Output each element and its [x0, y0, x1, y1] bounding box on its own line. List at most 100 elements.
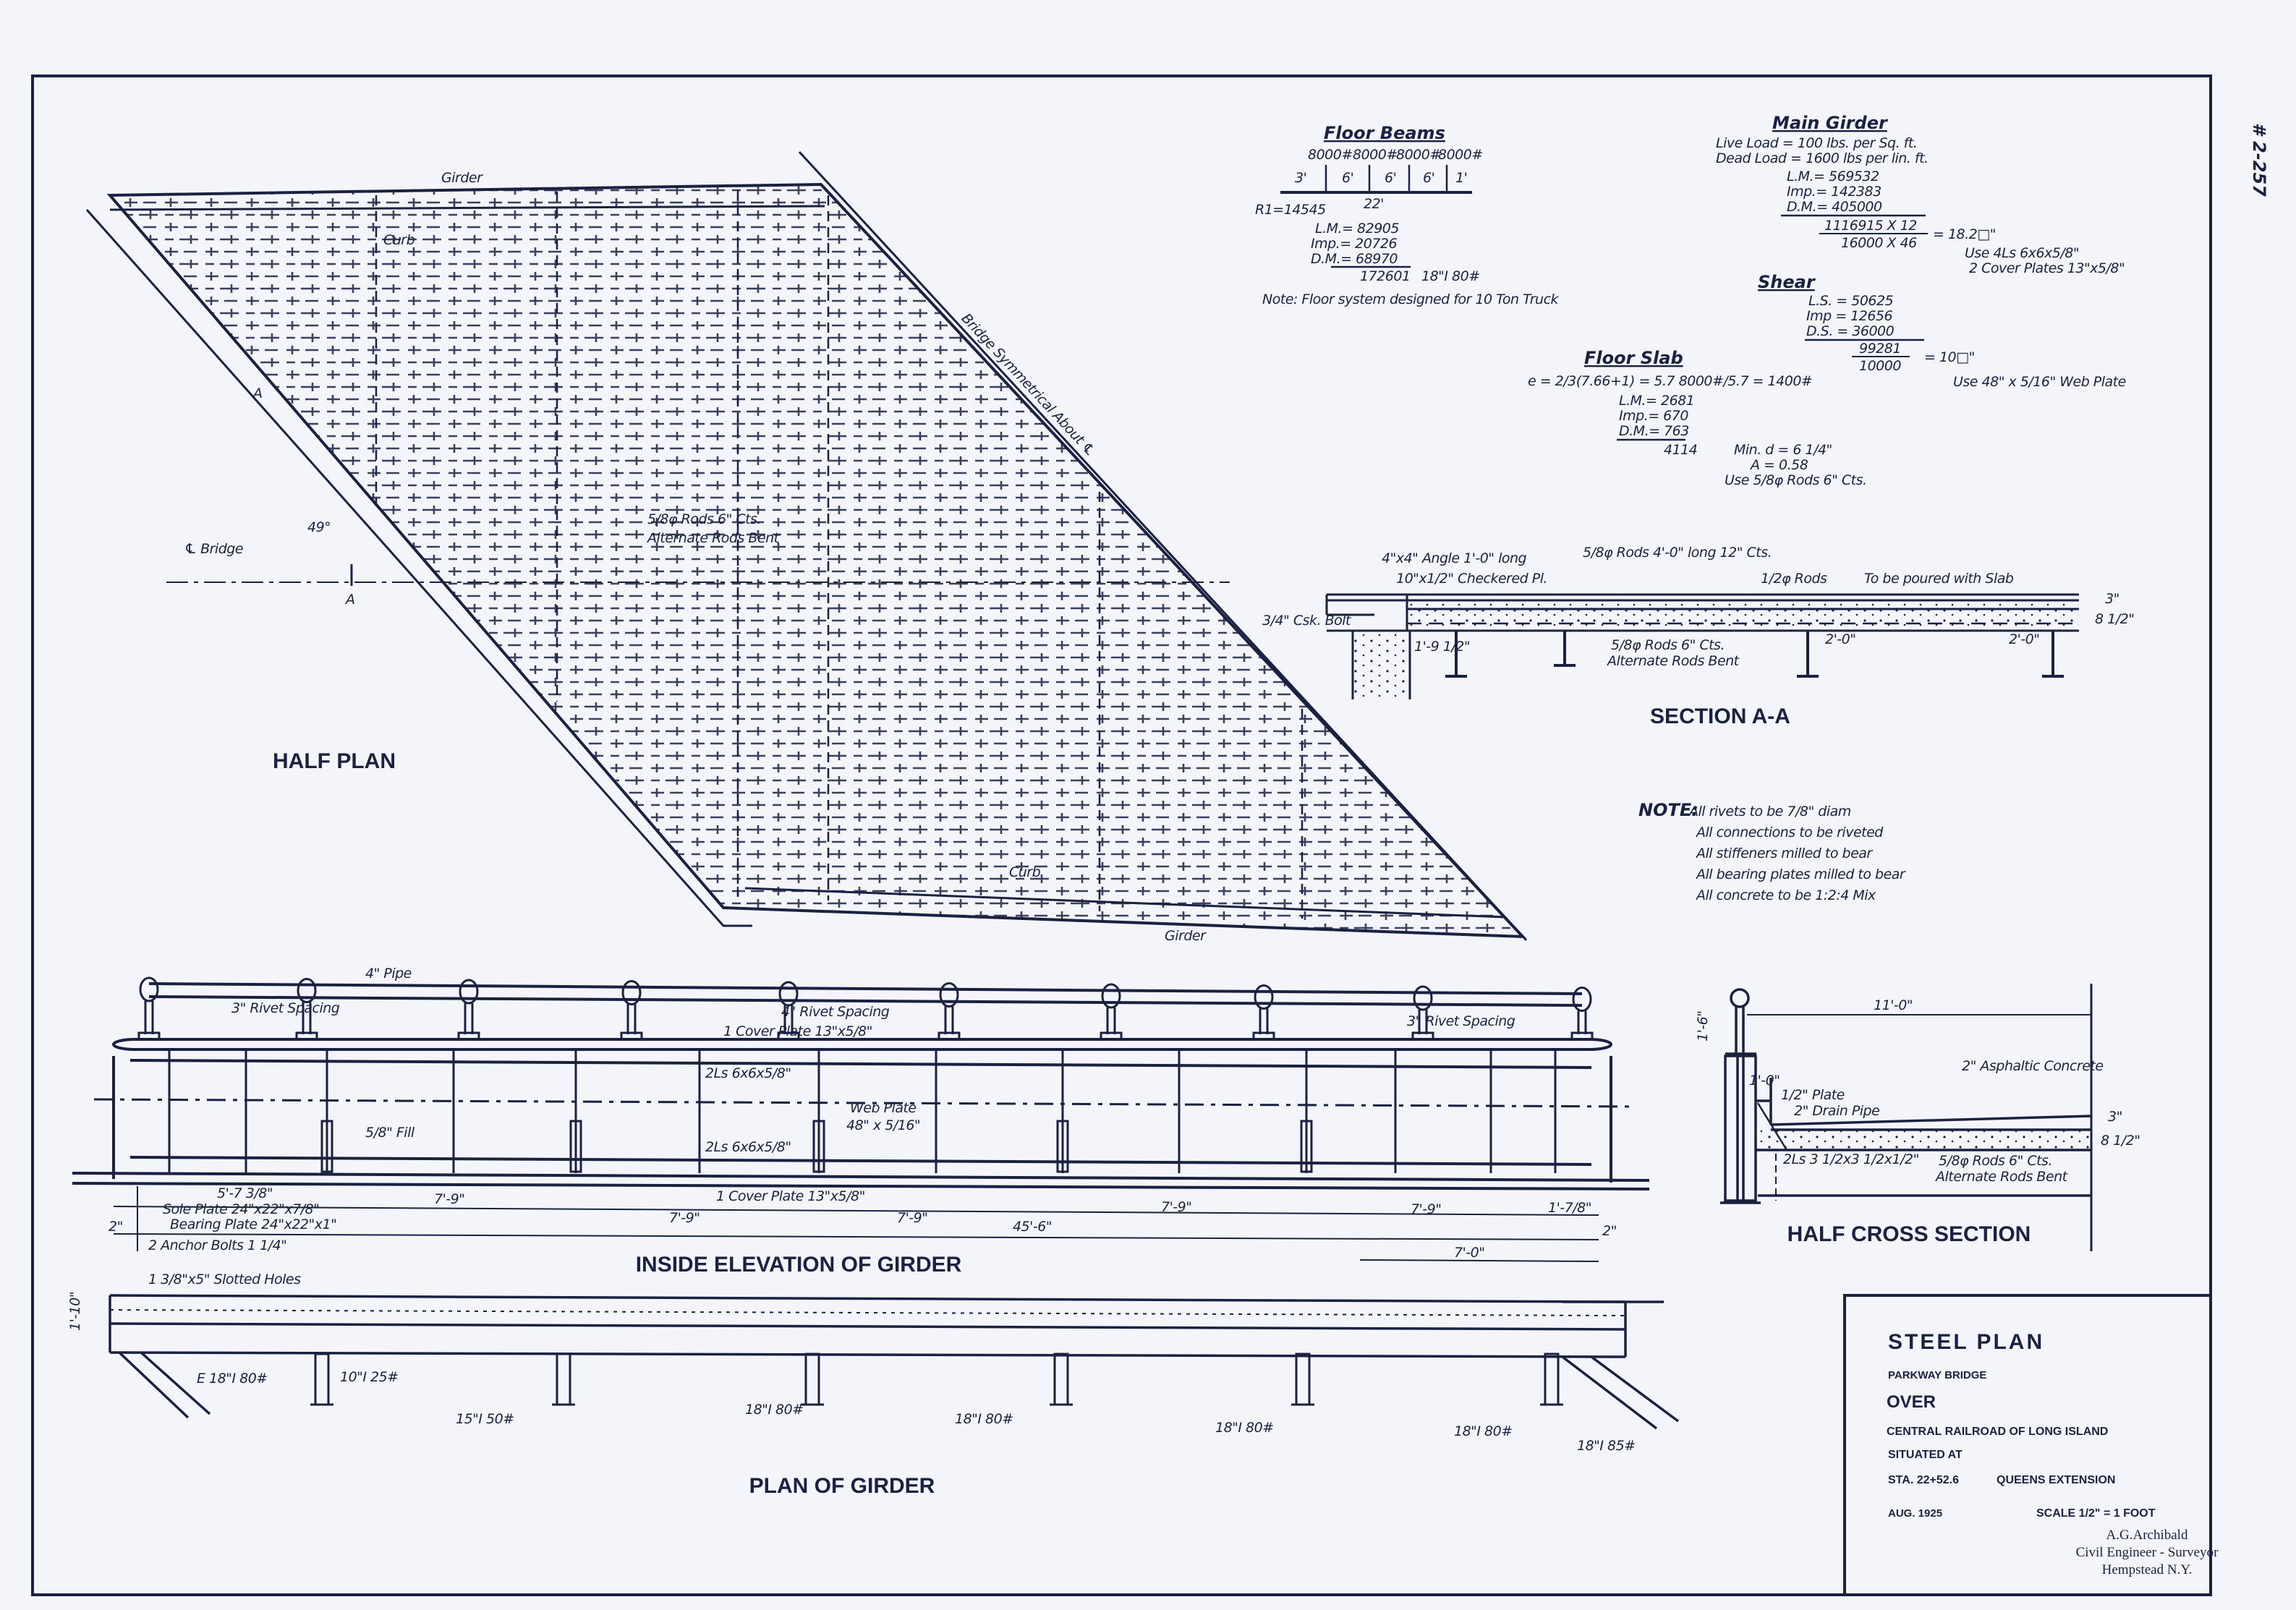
dim-2in-left: 2" [109, 1219, 123, 1235]
curb-width-dim: 1'-0" [1749, 1073, 1780, 1089]
top-cover-plate-label: 1 Cover Plate 13"x5/8" [723, 1023, 872, 1039]
top-dim: 3" [2105, 591, 2119, 607]
web-plate-size: 48" x 5/16" [846, 1117, 920, 1133]
railing-post-knob [139, 976, 159, 1002]
beam-label: 18"I 80# [1215, 1420, 1274, 1436]
bottom-angles-label: 2Ls 6x6x5/8" [705, 1139, 791, 1155]
beam-label: 18"I 80# [745, 1402, 804, 1418]
rivet-spacing-mid: 4" Rivet Spacing [781, 1004, 890, 1020]
shear-result: = 10□" [1924, 349, 1975, 365]
asphalt-label: 2" Asphaltic Concrete [1962, 1058, 2104, 1074]
fb-beam: 18"I 80# [1421, 268, 1480, 284]
floor-beam-connection [812, 1120, 825, 1173]
rivet-spacing-left: 3" Rivet Spacing [231, 1000, 340, 1016]
floor-beam-connection [320, 1120, 333, 1173]
main-girder-title: Main Girder [1772, 113, 1889, 133]
railing-post-base [457, 1031, 480, 1041]
rods-bent-label: Alternate Rods Bent [1934, 1169, 2069, 1185]
fs-total: 4114 [1664, 442, 1697, 458]
section-a-a: 4"x4" Angle 1'-0" long 10"x1/2" Checkere… [1262, 545, 2135, 728]
drawing-border [31, 74, 2212, 1596]
panel-dim: 7'-9" [1161, 1199, 1192, 1215]
dim-2ft-a: 2'-0" [1825, 631, 1856, 647]
dead-load: Dead Load = 1600 lbs per lin. ft. [1716, 150, 1929, 166]
railing-post-base [937, 1031, 961, 1041]
floor-beams-calc: Floor Beams 8000# 8000# 8000# 8000# 3' 6… [1255, 123, 1560, 307]
note-item: All rivets to be 7/8" diam [1688, 804, 1851, 819]
title-block: STEEL PLAN PARKWAY BRIDGE OVER CENTRAL R… [1843, 1294, 2219, 1596]
fs-imp: Imp.= 670 [1619, 408, 1688, 424]
notes-heading: NOTE: [1638, 800, 1698, 820]
poured-label: To be poured with Slab [1864, 571, 2014, 587]
span: 22' [1364, 196, 1384, 212]
fill-label: 5/8" Fill [365, 1125, 415, 1141]
mg-numerator: 1116915 X 12 [1824, 218, 1917, 234]
plate-label: 1/2" Plate [1781, 1087, 1845, 1103]
railing-post-knob [1572, 987, 1592, 1012]
half-cross-section-title: HALF CROSS SECTION [1787, 1222, 2031, 1246]
railing-post-base [295, 1031, 318, 1041]
rods-top-label: 5/8φ Rods 4'-0" long 12" Cts. [1583, 545, 1772, 561]
fs-use: Use 5/8φ Rods 6" Cts. [1725, 472, 1867, 488]
over-label: OVER [1887, 1392, 1936, 1412]
shear-imp: Imp = 12656 [1806, 308, 1893, 324]
beam-label: 18"I 85# [1577, 1438, 1636, 1454]
station: STA. 22+52.6 [1888, 1474, 1959, 1486]
spacing-3: 6' [1385, 170, 1396, 186]
girder-width-dim: 1'-10" [67, 1292, 83, 1331]
inside-elevation-girder: 4" Pipe 3" Rivet Spacing 4" Rivet Spacin… [72, 966, 1650, 1277]
inside-elevation-title: INSIDE ELEVATION OF GIRDER [636, 1253, 962, 1277]
fb-lm: L.M.= 82905 [1315, 221, 1399, 237]
engineer-name: A.G.Archibald [2106, 1528, 2188, 1543]
plan-of-girder-title: PLAN OF GIRDER [749, 1474, 935, 1498]
railing-post-knob [1101, 983, 1121, 1009]
rods-bent-label: Alternate Rods Bent [1606, 653, 1740, 669]
mg-use-angles: Use 4Ls 6x6x5/8" [1965, 245, 2079, 261]
load-1: 8000# [1308, 147, 1353, 163]
fb-imp: Imp.= 20726 [1311, 236, 1398, 252]
floor-beam-connection [1300, 1120, 1313, 1173]
fs-min-d: Min. d = 6 1/4" [1734, 442, 1832, 458]
fb-note: Note: Floor system designed for 10 Ton T… [1262, 291, 1560, 307]
girder-label-bottom: Girder [1165, 928, 1207, 944]
shear-denominator: 10000 [1859, 358, 1901, 374]
skew-angle-label: 49° [307, 519, 331, 535]
mg-lm: L.M.= 569532 [1787, 169, 1879, 184]
load-3: 8000# [1396, 147, 1441, 163]
end-dim: 5'-7 3/8" [217, 1185, 273, 1201]
fs-area: A = 0.58 [1749, 457, 1808, 473]
situated-label: SITUATED AT [1888, 1449, 1963, 1461]
note-item: All bearing plates milled to bear [1695, 866, 1906, 882]
mg-dm: D.M.= 405000 [1787, 199, 1882, 215]
engineer-city: Hempstead N.Y. [2102, 1562, 2193, 1577]
shear-ds: D.S. = 36000 [1806, 323, 1895, 339]
cl-bridge-label: ℄ Bridge [184, 541, 243, 557]
extension: QUEENS EXTENSION [1997, 1474, 2115, 1486]
railing-post-knob [459, 979, 479, 1005]
angle-label: 4"x4" Angle 1'-0" long [1382, 550, 1527, 566]
railing-post-knob [939, 982, 959, 1008]
angles-label: 2Ls 3 1/2x3 1/2x1/2" [1783, 1151, 1919, 1167]
slotted-holes-label: 1 3/8"x5" Slotted Holes [148, 1272, 301, 1287]
railing-post-knob [1413, 985, 1433, 1011]
slab-dim: 8 1/2" [2101, 1133, 2140, 1149]
anchor-bolts-label: 2 Anchor Bolts 1 1/4" [148, 1238, 286, 1253]
railing-post-knob [1254, 984, 1274, 1010]
panel-dim: 7'-9" [669, 1210, 700, 1226]
floor-beam-connection [569, 1120, 582, 1173]
plan-rods-label: 5/8φ Rods 6" Cts. [647, 511, 761, 527]
railing-post-base [1411, 1031, 1434, 1041]
beam-label: E 18"I 80# [197, 1371, 268, 1387]
fs-lm: L.M.= 2681 [1619, 393, 1694, 409]
rivet-spacing-right: 3" Rivet Spacing [1407, 1013, 1515, 1029]
floor-beam-connection [1056, 1120, 1069, 1173]
spacing-1: 3' [1295, 170, 1306, 186]
edge-dim: 1'-9 1/2" [1414, 639, 1470, 655]
rods-label: 5/8φ Rods 6" Cts. [1939, 1153, 2052, 1169]
half-plan-title: HALF PLAN [273, 749, 396, 773]
web-plate-label: Web Plate [850, 1100, 917, 1116]
right-end-dim: 1'-7/8" [1548, 1200, 1591, 1216]
railing-post-base [1100, 1031, 1123, 1041]
fb-total: 172601 [1360, 268, 1411, 284]
beam-label: 18"I 80# [1454, 1423, 1513, 1439]
